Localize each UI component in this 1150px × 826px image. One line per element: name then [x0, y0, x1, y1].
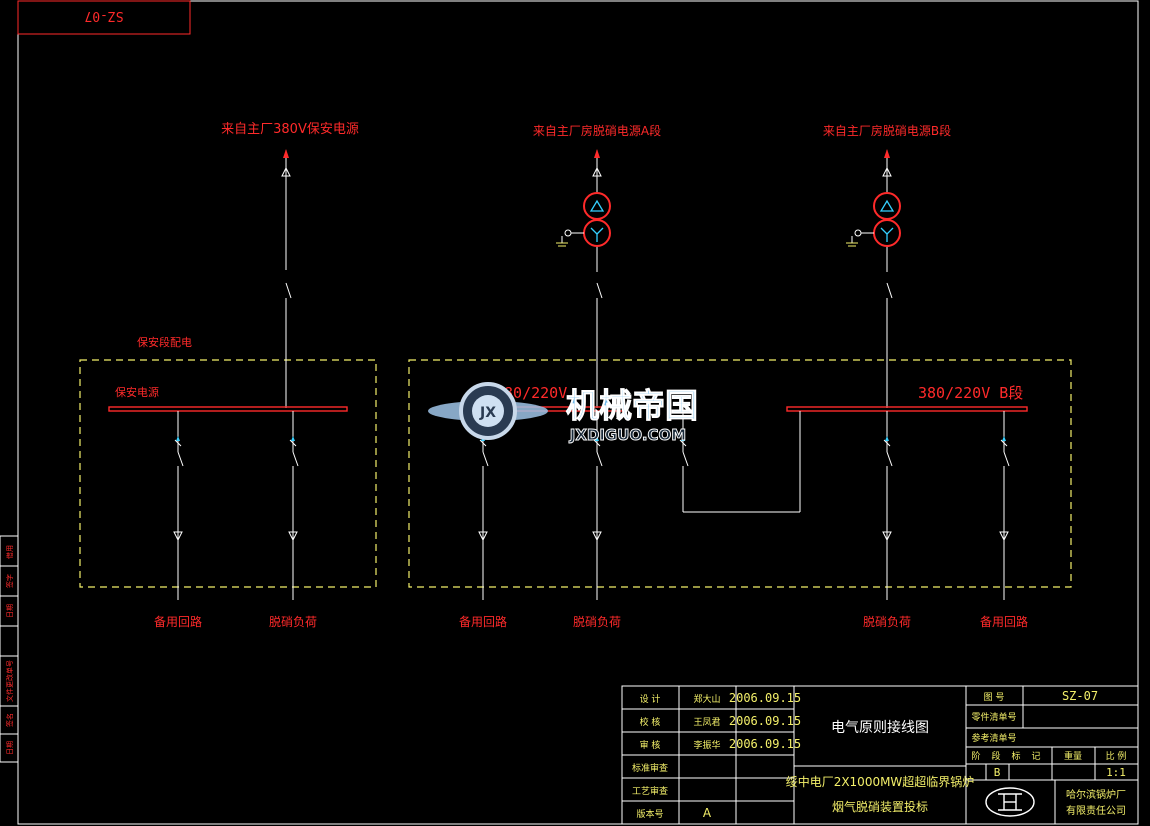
mark-header: 段	[991, 750, 1000, 762]
arrow-icon	[592, 531, 602, 542]
top-id-box: SZ-07	[17, 0, 191, 35]
fuse-marker	[176, 436, 180, 441]
transformer-icon	[846, 192, 901, 247]
feeder	[679, 411, 689, 470]
bus-tie	[682, 411, 801, 513]
switch-blade	[886, 451, 893, 467]
arrow-icon	[173, 531, 183, 542]
side-strip-label: 签字	[5, 574, 14, 588]
arrow-icon	[999, 531, 1009, 542]
panel-label: 保安段配电	[137, 335, 192, 349]
drawing-no: SZ-07	[1062, 689, 1098, 703]
sign-role: 审 核	[640, 739, 661, 751]
arrow-icon	[882, 531, 892, 542]
busbar-left	[108, 406, 348, 412]
arrow-icon	[288, 531, 298, 542]
sign-role: 工艺审查	[632, 785, 668, 797]
switch-blade	[682, 451, 689, 467]
top-id-text: SZ-07	[84, 8, 123, 23]
arrow-icon	[478, 531, 488, 542]
watermark: JX 机械帝国 JXDIGUO.COM	[428, 382, 699, 444]
scale-value: 1:1	[1106, 766, 1126, 779]
panel-boundary-right	[408, 359, 1072, 588]
project-line-1: 绥中电厂2X1000MW超超临界锅炉	[786, 774, 975, 789]
busbar-b	[786, 406, 1028, 412]
switch-blade	[1003, 451, 1010, 467]
load-label: 脱硝负荷	[863, 614, 911, 629]
fuse-marker	[885, 436, 889, 441]
sign-date: 2006.09.15	[729, 691, 801, 705]
company-line-1: 哈尔滨锅炉厂	[1066, 788, 1126, 801]
side-strip	[0, 535, 19, 763]
load-label: 脱硝负荷	[269, 614, 317, 629]
watermark-logo-text: JX	[479, 405, 496, 421]
switch-blade	[482, 451, 489, 467]
sign-name: 李振华	[693, 739, 720, 751]
bus-label-left: 保安电源	[115, 385, 159, 399]
incomer-b	[882, 150, 893, 408]
side-strip-label: 借用	[5, 545, 14, 559]
incomer-a	[592, 150, 603, 408]
arrow-icon	[283, 149, 289, 158]
feeder	[592, 411, 603, 600]
switch-blade	[292, 451, 299, 467]
load-label: 备用回路	[980, 614, 1028, 629]
side-strip-label: 日期	[6, 604, 14, 618]
load-label: 备用回路	[459, 614, 507, 629]
sign-name: 郑大山	[693, 693, 720, 705]
source-label: 来自主厂房脱硝电源A段	[533, 123, 661, 138]
watermark-url: JXDIGUO.COM	[569, 426, 686, 444]
incomer-left	[281, 150, 292, 408]
drawing-frame	[17, 0, 1139, 825]
parts-list-label: 零件清单号	[971, 711, 1016, 723]
ref-list-label: 参考清单号	[971, 732, 1016, 744]
fuse-marker	[681, 436, 685, 441]
sign-date: 2006.09.15	[729, 714, 801, 728]
company-line-2: 有限责任公司	[1066, 804, 1126, 817]
switch-blade	[596, 451, 603, 467]
sign-name: A	[703, 806, 712, 820]
bus-label-b: 380/220V B段	[918, 384, 1023, 402]
stage-value: B	[994, 766, 1001, 779]
feeder	[999, 411, 1010, 600]
sign-role: 设 计	[640, 693, 661, 705]
drawing-title: 电气原则接线图	[831, 719, 929, 736]
arrow-icon	[884, 149, 890, 158]
project-line-2: 烟气脱硝装置投标	[832, 799, 928, 814]
source-label: 来自主厂380V保安电源	[221, 122, 359, 137]
source-label: 来自主厂房脱硝电源B段	[823, 123, 951, 138]
sign-role: 校 核	[640, 716, 661, 728]
sign-role: 版本号	[636, 808, 663, 820]
side-strip-label: 日期	[6, 741, 14, 755]
fuse-marker	[1002, 436, 1006, 441]
feeder-group	[173, 411, 1010, 600]
fuse-marker	[595, 436, 599, 441]
mark-header: 记	[1031, 751, 1040, 762]
side-strip-label: 文件更改单号	[5, 660, 14, 702]
sign-date: 2006.09.15	[729, 737, 801, 751]
mark-header: 标	[1011, 750, 1020, 762]
fuse-marker	[291, 436, 295, 441]
arrow-icon	[594, 149, 600, 158]
side-strip-label: 签名	[5, 713, 14, 727]
watermark-brand: 机械帝国	[566, 386, 698, 425]
panel-boundary-left	[79, 359, 377, 588]
switch-blade	[177, 451, 184, 467]
sign-role: 标准审查	[632, 762, 668, 774]
mark-header: 比 例	[1106, 750, 1127, 762]
mark-header: 重量	[1064, 750, 1082, 762]
sign-name: 王凤君	[693, 717, 720, 728]
drawing-no-label: 图 号	[984, 692, 1005, 703]
load-label: 脱硝负荷	[573, 614, 621, 629]
load-label: 备用回路	[154, 614, 202, 629]
mark-header: 阶	[971, 750, 980, 762]
title-block	[621, 685, 1139, 825]
company-logo-icon	[985, 787, 1035, 817]
transformer-icon	[556, 192, 611, 247]
